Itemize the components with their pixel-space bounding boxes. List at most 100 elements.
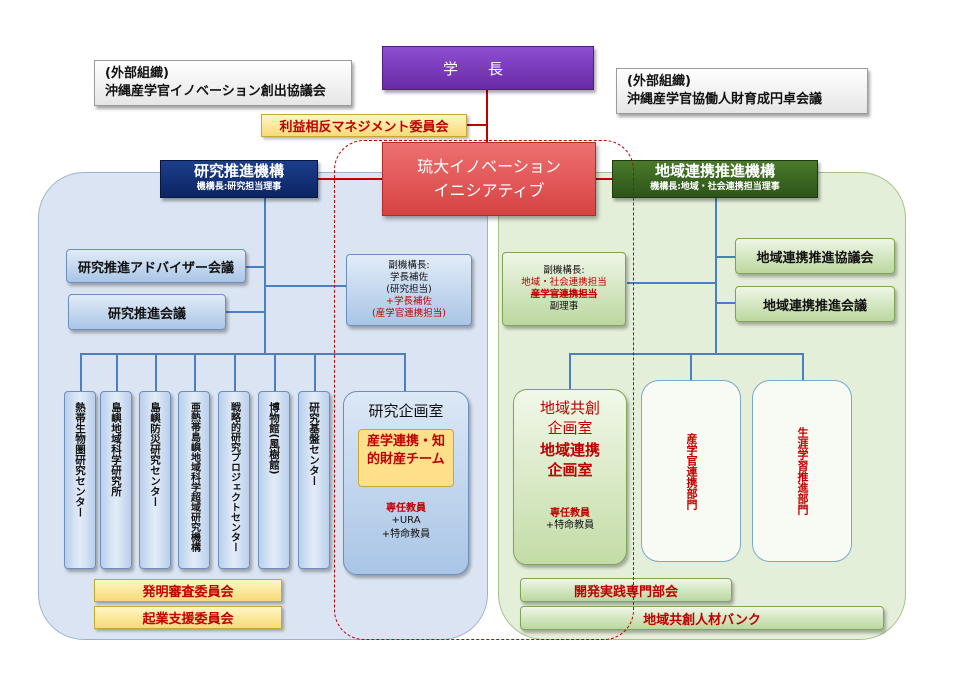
cocreation-planning-office: 地域共創 企画室 地域連携 企画室 専任教員 +特命教員 [513,389,627,565]
conflict-committee-label: 利益相反マネジメント委員会 [279,120,449,135]
cocreation-line2: 企画室 [547,419,593,437]
center-drop-4 [194,353,196,391]
council-connector [226,311,266,313]
dept-drop-2 [690,353,692,380]
practice-committee-label: 開発実践専門部会 [573,584,678,600]
center-drop-7 [314,353,316,391]
research-council-label: 研究推進会議 [107,306,186,322]
regional-council-2: 地域連携推進会議 [735,286,895,322]
center-label-5: 戦略的研究プロジェクトセンター [228,402,240,552]
planning-staff2: +URA [391,515,421,526]
ip-team-box: 産学連携・知的財産チーム [358,429,454,487]
regional-trunk-line [715,198,717,354]
regional-deputy-line1: 副機構長: [543,265,585,276]
external-left-line2: 沖縄産学官イノベーション創出協議会 [105,84,326,99]
invention-committee-label: 発明審査委員会 [142,585,234,600]
lifelong-learning-dept: 生涯学習推進部門 [752,380,852,562]
innovation-line2: イニシアティブ [433,181,545,200]
regional-deputy-line2: 地域・社会連携担当 [521,277,607,288]
center-subtropical-transdisciplinary: 亜熱帯島嶼地域科学超域研究機構 [178,391,210,569]
research-deputy-box: 副機構長: 学長補佐 (研究担当) +学長補佐 (産学官連携担当) [346,254,472,326]
center-drop-3 [155,353,157,391]
planning-staff1: 専任教員 [386,503,426,514]
conflict-committee: 利益相反マネジメント委員会 [261,114,467,137]
center-label-2: 島嶼地域科学研究所 [110,402,122,497]
center-label-6: 博物館(風樹館) [268,402,280,475]
planning-staff3: +特命教員 [381,529,431,540]
dept-drop-1 [569,353,571,389]
departments-bus-line [569,353,803,355]
cocreation-line3: 地域連携 [539,441,600,459]
research-org-header: 研究推進機構 機構長:研究担当理事 [160,160,318,198]
committee-connector [467,124,487,126]
deputy-connector [264,285,348,287]
council1-connector [715,256,735,258]
centers-bus-line [80,353,404,355]
talent-bank-label: 地域共創人材バンク [643,612,761,628]
center-drop-5 [234,353,236,391]
research-deputy-line1: 副機構長: [388,260,430,271]
invention-committee: 発明審査委員会 [94,579,282,602]
innovation-left-connector [318,178,384,180]
industry-govt-academia-dept: 産学官連携部門 [641,380,741,562]
dept-drop-3 [802,353,804,380]
cocreation-line1: 地域共創 [539,399,600,417]
council2-connector [715,302,735,304]
external-left-line1: (外部組織) [105,66,169,81]
president-box: 学長 [382,46,594,90]
startup-committee: 起業支援委員会 [94,606,282,629]
research-deputy-line2: 学長補佐 [389,272,428,283]
president-connector [486,90,488,142]
dept2-label: 生涯学習推進部門 [796,427,809,515]
regional-deputy-line4: 副理事 [549,301,579,312]
research-org-title: 研究推進機構 [193,162,284,180]
regional-deputy-line3: 産学官連携担当 [530,289,598,300]
external-right-line2: 沖縄産学官協働人財育成円卓会議 [627,92,823,107]
talent-bank: 地域共創人材バンク [520,606,884,630]
innovation-initiative-scope [334,140,634,640]
center-tropical-biosphere: 熱帯生物圏研究センター [64,391,96,569]
regional-org-title: 地域連携推進機構 [654,162,775,180]
center-label-3: 島嶼防災研究センター [149,402,161,507]
advisory-connector [246,266,266,268]
external-org-right: (外部組織) 沖縄産学官協働人財育成円卓会議 [616,68,868,114]
research-deputy-line4: +学長補佐 [386,296,432,307]
planning-drop [404,353,406,391]
research-org-subtitle: 機構長:研究担当理事 [196,182,282,192]
center-drop-6 [274,353,276,391]
center-strategic-project: 戦略的研究プロジェクトセンター [218,391,250,569]
center-island-disaster: 島嶼防災研究センター [139,391,171,569]
innovation-line1: 琉大イノベーション [417,157,561,176]
cocreation-staff1: 専任教員 [550,508,590,519]
center-museum: 博物館(風樹館) [258,391,290,569]
regional-deputy-box: 副機構長: 地域・社会連携担当 産学官連携担当 副理事 [502,252,626,326]
regional-deputy-connector [627,282,717,284]
research-deputy-line5: (産学官連携担当) [372,308,446,319]
startup-committee-label: 起業支援委員会 [142,612,234,627]
cocreation-line4: 企画室 [547,461,593,479]
innovation-initiative: 琉大イノベーション イニシアティブ [382,142,596,216]
dept1-label: 産学官連携部門 [685,432,698,510]
regional-council1-label: 地域連携推進協議会 [756,250,874,266]
regional-council2-label: 地域連携推進会議 [762,298,867,314]
research-planning-office: 研究企画室 産学連携・知的財産チーム 専任教員 +URA +特命教員 [343,391,469,575]
research-advisory-meeting: 研究推進アドバイザー会議 [66,249,246,283]
center-drop-2 [116,353,118,391]
center-research-infrastructure: 研究基盤センター [298,391,330,569]
regional-org-header: 地域連携推進機構 機構長:地域・社会連携担当理事 [612,160,818,198]
center-label-1: 熱帯生物圏研究センター [74,402,86,518]
center-label-7: 研究基盤センター [308,402,320,486]
external-right-line1: (外部組織) [627,74,691,89]
planning-office-title: 研究企画室 [368,402,444,420]
research-council: 研究推進会議 [68,294,226,330]
research-trunk-line [264,198,266,354]
president-label: 学長 [442,59,533,78]
research-advisory-label: 研究推進アドバイザー会議 [77,260,234,276]
research-deputy-line3: (研究担当) [386,284,432,295]
center-drop-1 [80,353,82,391]
external-org-left: (外部組織) 沖縄産学官イノベーション創出協議会 [94,60,352,106]
center-label-4: 亜熱帯島嶼地域科学超域研究機構 [188,402,200,552]
practice-committee: 開発実践専門部会 [520,578,732,602]
center-island-science: 島嶼地域科学研究所 [100,391,132,569]
innovation-right-connector [596,178,612,180]
